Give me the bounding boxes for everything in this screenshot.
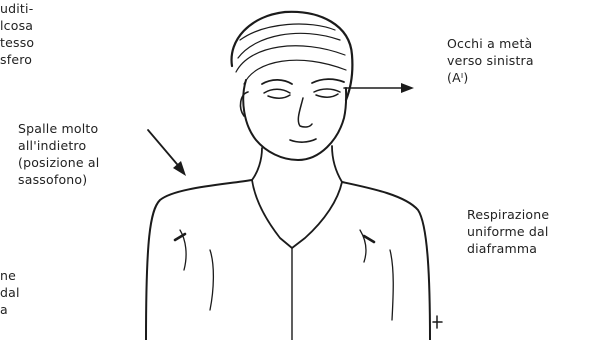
eyes-arrow-head — [401, 83, 414, 93]
breathing-label: Respirazione uniforme dal diaframma — [467, 206, 549, 257]
text-line: (Aᴵ) — [447, 69, 534, 86]
text-line: uniforme dal — [467, 223, 549, 240]
text-line: Occhi a metà — [447, 35, 534, 52]
mouth — [290, 139, 316, 142]
text-line: all'indietro — [18, 137, 99, 154]
text-line: ne — [0, 267, 20, 284]
neck — [252, 146, 342, 182]
text-line: verso sinistra — [447, 52, 534, 69]
eyes-label: Occhi a metà verso sinistra (Aᴵ) — [447, 35, 534, 86]
text-line: (posizione al — [18, 154, 99, 171]
collar — [252, 180, 342, 248]
text-line: a — [0, 301, 20, 318]
text-line: sassofono) — [18, 171, 99, 188]
text-line: tesso — [0, 34, 34, 51]
left-top-text: uditi- lcosa tesso sfero — [0, 0, 34, 68]
nose — [298, 98, 312, 127]
brows — [262, 79, 344, 84]
text-line: sfero — [0, 51, 34, 68]
right-eye — [314, 89, 340, 97]
text-line: Spalle molto — [18, 120, 99, 137]
face-contour — [243, 80, 346, 160]
text-line: lcosa — [0, 17, 34, 34]
text-line: Respirazione — [467, 206, 549, 223]
text-line: diaframma — [467, 240, 549, 257]
text-line: uditi- — [0, 0, 34, 17]
hair-strands — [236, 24, 346, 84]
shoulders-label: Spalle molto all'indietro (posizione al … — [18, 120, 99, 188]
hair-outline — [232, 12, 353, 100]
left-eye — [264, 89, 290, 98]
hand-mark — [433, 316, 442, 328]
left-bottom-text: ne dal a — [0, 267, 20, 318]
shoulder-arrow-head — [173, 161, 186, 176]
text-line: dal — [0, 284, 20, 301]
shirt-fold-marks — [175, 234, 374, 242]
shoulders — [146, 180, 430, 340]
shoulder-arrow-line — [148, 130, 182, 170]
